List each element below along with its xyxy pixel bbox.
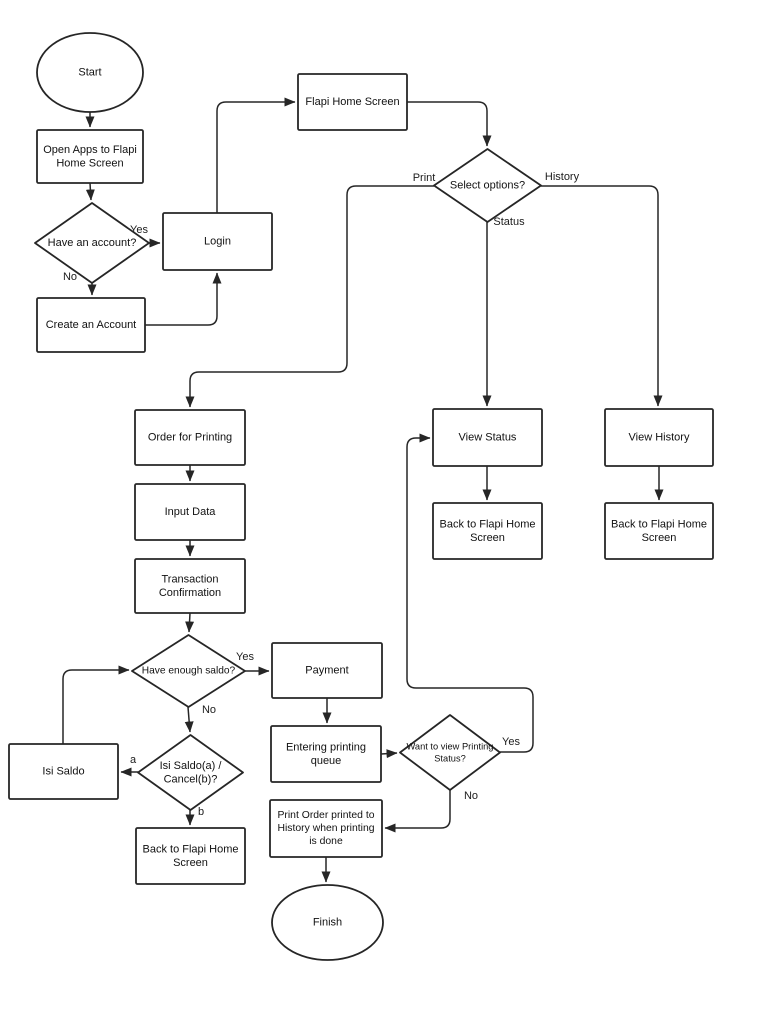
- edge-open-apps-to-have-account: [85, 182, 95, 201]
- edge-select-print: [185, 185, 434, 408]
- node-have-enough-saldo-shape: [131, 634, 246, 708]
- node-print-order-history-shape: [269, 799, 383, 858]
- node-payment-label: Payment: [305, 665, 348, 677]
- node-payment-shape: [271, 642, 383, 699]
- node-want-view-status-shape: [399, 714, 501, 791]
- node-have-account: Have an account?: [34, 202, 150, 284]
- node-login-label: Login: [204, 236, 231, 248]
- node-start-shape: [36, 32, 144, 113]
- node-flapi-home-label: Flapi Home Screen: [305, 96, 399, 108]
- node-have-enough-saldo-label: Have enough saldo?: [142, 666, 236, 677]
- node-have-enough-saldo: Have enough saldo?: [131, 634, 246, 708]
- edge-label-select-print: Print: [413, 172, 436, 184]
- node-start-label: Start: [78, 67, 101, 79]
- node-view-status-shape: [432, 408, 543, 467]
- node-transaction-confirmation-shape: [134, 558, 246, 614]
- edge-label-isi-cancel-a: a: [130, 754, 137, 766]
- node-back-home-status-shape: [432, 502, 543, 560]
- node-flapi-home-shape: [297, 73, 408, 131]
- node-start: Start: [36, 32, 144, 113]
- edge-saldo-no: [184, 706, 194, 733]
- node-select-options: Select options?: [433, 148, 542, 223]
- edge-login-to-flapi-home: [216, 97, 296, 213]
- node-create-account-shape: [36, 297, 146, 353]
- node-input-data-shape: [134, 483, 246, 541]
- edge-want-view-no: [384, 790, 451, 833]
- node-input-data: Input Data: [134, 483, 246, 541]
- node-view-history-label: View History: [629, 432, 690, 444]
- node-view-status: View Status: [432, 408, 543, 467]
- edge-want-view-yes: [406, 433, 534, 753]
- edge-label-saldo-yes: Yes: [236, 651, 254, 663]
- edge-label-want-view-no: No: [464, 790, 478, 802]
- node-order-printing-shape: [134, 409, 246, 466]
- node-view-history: View History: [604, 408, 714, 467]
- node-select-options-shape: [433, 148, 542, 223]
- node-isi-saldo: Isi Saldo: [8, 743, 119, 800]
- node-select-options-label: Select options?: [450, 180, 525, 192]
- node-back-home-history-shape: [604, 502, 714, 560]
- node-isi-saldo-cancel-shape: [137, 734, 244, 811]
- node-create-account: Create an Account: [36, 297, 146, 353]
- node-payment: Payment: [271, 642, 383, 699]
- node-isi-saldo-label: Isi Saldo: [42, 766, 84, 778]
- edge-label-saldo-no: No: [202, 704, 216, 716]
- node-finish-label: Finish: [313, 917, 342, 929]
- node-login: Login: [162, 212, 273, 271]
- node-create-account-label: Create an Account: [46, 319, 137, 331]
- edge-label-select-history: History: [545, 171, 580, 183]
- node-open-apps-shape: [36, 129, 144, 184]
- node-login-shape: [162, 212, 273, 271]
- edge-label-isi-cancel-b: b: [198, 806, 204, 818]
- node-finish-shape: [271, 884, 384, 961]
- node-view-status-label: View Status: [459, 432, 517, 444]
- node-entering-queue-shape: [270, 725, 382, 783]
- edge-label-have-account-no: No: [63, 271, 77, 283]
- node-flapi-home: Flapi Home Screen: [297, 73, 408, 131]
- edge-label-select-status: Status: [493, 216, 525, 228]
- edge-label-want-view-yes: Yes: [502, 736, 520, 748]
- node-isi-saldo-shape: [8, 743, 119, 800]
- edge-isi-saldo-loop: [62, 665, 130, 744]
- node-order-printing: Order for Printing: [134, 409, 246, 466]
- node-input-data-label: Input Data: [165, 506, 217, 518]
- edge-queue-to-want-view: [380, 749, 398, 759]
- edge-create-account-to-login: [145, 272, 222, 326]
- edge-select-history: [541, 185, 663, 407]
- edge-transaction-to-saldo: [185, 612, 195, 633]
- node-back-home-cancel-shape: [135, 827, 246, 885]
- node-finish: Finish: [271, 884, 384, 961]
- node-have-account-label: Have an account?: [48, 237, 137, 249]
- node-have-account-shape: [34, 202, 150, 284]
- node-isi-saldo-cancel: Isi Saldo(a) /Cancel(b)?: [137, 734, 244, 811]
- node-view-history-shape: [604, 408, 714, 467]
- edge-flapi-home-to-select: [407, 101, 492, 147]
- node-isi-saldo-cancel-label: Isi Saldo(a) /Cancel(b)?: [160, 760, 223, 786]
- node-order-printing-label: Order for Printing: [148, 432, 232, 444]
